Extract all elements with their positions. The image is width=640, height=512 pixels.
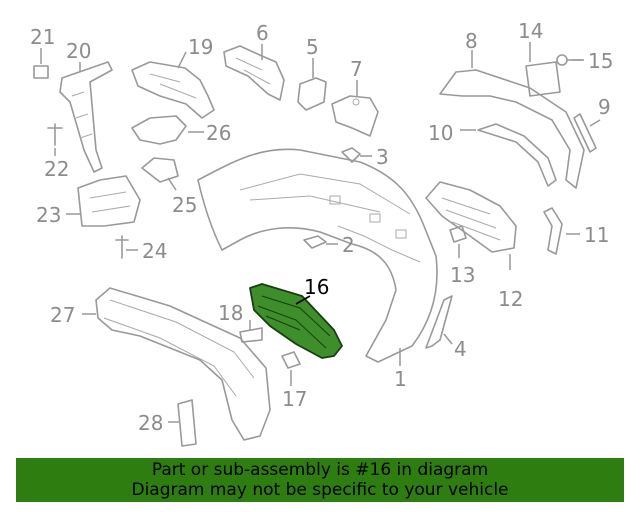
part-14 bbox=[525, 42, 561, 97]
part-4 bbox=[425, 295, 453, 349]
part-3 bbox=[341, 147, 372, 163]
callout-23: 23 bbox=[36, 203, 61, 227]
part-11 bbox=[543, 207, 580, 255]
callout-24: 24 bbox=[142, 239, 167, 263]
callout-13: 13 bbox=[450, 263, 475, 287]
callout-25: 25 bbox=[172, 193, 197, 217]
callout-11: 11 bbox=[584, 223, 609, 247]
part-19 bbox=[131, 51, 215, 119]
banner-line-1: Part or sub-assembly is #16 in diagram bbox=[151, 460, 489, 480]
part-28 bbox=[168, 399, 197, 447]
part-26 bbox=[131, 115, 204, 145]
part-23 bbox=[66, 175, 141, 227]
callout-9: 9 bbox=[598, 95, 611, 119]
part-15 bbox=[556, 54, 584, 66]
info-banner: Part or sub-assembly is #16 in diagram D… bbox=[16, 458, 624, 502]
parts-diagram: 1 2 3 4 5 6 7 8 9 10 11 12 13 14 15 16 1… bbox=[30, 19, 613, 447]
callout-3: 3 bbox=[376, 145, 389, 169]
part-5 bbox=[297, 58, 327, 111]
part-27-beam bbox=[82, 287, 271, 441]
callout-27: 27 bbox=[50, 303, 75, 327]
part-7 bbox=[331, 80, 379, 137]
callout-16[interactable]: 16 bbox=[304, 275, 329, 299]
callout-26: 26 bbox=[206, 121, 231, 145]
part-9 bbox=[573, 113, 601, 153]
part-1-bumper-cover bbox=[197, 148, 438, 366]
callout-17: 17 bbox=[282, 387, 307, 411]
part-17 bbox=[281, 351, 301, 386]
callout-12: 12 bbox=[498, 287, 523, 311]
callout-14: 14 bbox=[518, 19, 543, 43]
part-20 bbox=[59, 61, 113, 173]
callout-28: 28 bbox=[138, 411, 163, 435]
part-21 bbox=[33, 48, 49, 79]
callout-7: 7 bbox=[350, 57, 363, 81]
callout-21: 21 bbox=[30, 25, 55, 49]
callout-4: 4 bbox=[454, 337, 467, 361]
callout-5: 5 bbox=[306, 35, 319, 59]
part-18 bbox=[239, 320, 263, 343]
part-8 bbox=[439, 50, 585, 189]
callout-20: 20 bbox=[66, 39, 91, 63]
part-6 bbox=[223, 44, 285, 101]
part-12 bbox=[425, 181, 517, 270]
callout-15: 15 bbox=[588, 49, 613, 73]
part-10 bbox=[460, 123, 557, 187]
banner-line-2: Diagram may not be specific to your vehi… bbox=[131, 480, 509, 500]
callout-19: 19 bbox=[188, 35, 213, 59]
part-22 bbox=[47, 123, 63, 156]
callout-18: 18 bbox=[218, 301, 243, 325]
callout-8: 8 bbox=[465, 29, 478, 53]
callout-22: 22 bbox=[44, 157, 69, 181]
part-16-highlighted[interactable] bbox=[249, 283, 343, 359]
part-24 bbox=[115, 235, 138, 259]
callout-6: 6 bbox=[256, 21, 269, 45]
callout-10: 10 bbox=[428, 121, 453, 145]
part-25 bbox=[141, 157, 179, 191]
callout-1: 1 bbox=[394, 367, 407, 391]
callout-2: 2 bbox=[342, 233, 355, 257]
part-2 bbox=[303, 235, 338, 249]
